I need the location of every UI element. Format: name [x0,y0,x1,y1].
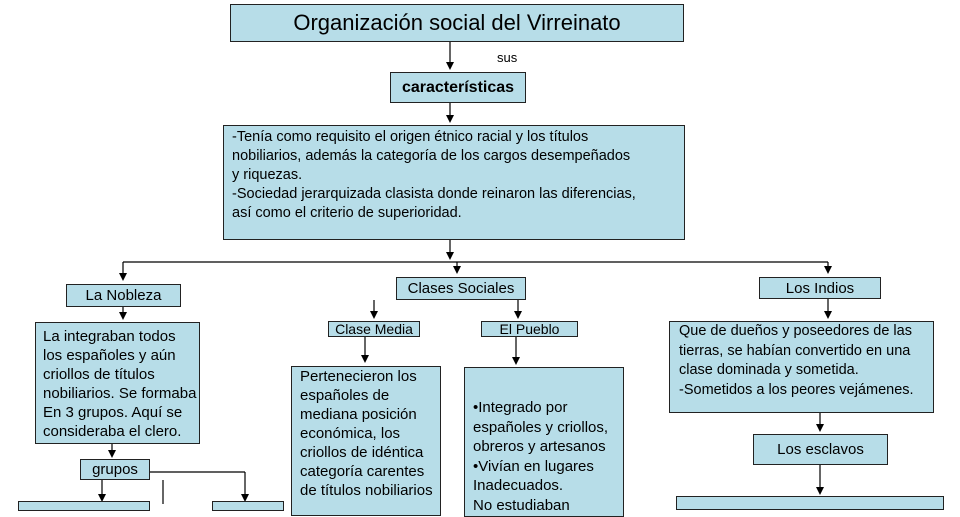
title-text: Organización social del Virreinato [293,10,621,35]
clase-media-label-box: Clase Media [328,321,420,337]
indios-text-box: Que de dueños y poseedores de las tierra… [669,321,934,413]
caracteristicas-box: características [390,72,526,103]
connector-lines [98,42,832,504]
nobleza-label-box: La Nobleza [66,284,181,307]
esclavos-label: Los esclavos [777,441,864,458]
esclavos-box: Los esclavos [753,434,888,465]
nobleza-text: La integraban todos los españoles y aún … [43,328,197,440]
esclavos-child-box [676,496,944,510]
pueblo-label-box: El Pueblo [481,321,578,337]
grupo-box-right [212,501,284,511]
clase-media-text-box: Pertenecieron los españoles de mediana p… [291,366,441,516]
indios-label-box: Los Indios [759,277,881,299]
pueblo-label: El Pueblo [499,321,560,337]
pueblo-text: •Integrado por españoles y criollos, obr… [473,399,609,514]
clase-media-text: Pertenecieron los españoles de mediana p… [300,368,433,499]
pueblo-text-box: •Integrado por españoles y criollos, obr… [464,367,624,517]
clases-sociales-label: Clases Sociales [407,280,515,297]
connector-sus-label: sus [497,50,518,65]
clase-media-label: Clase Media [335,321,413,337]
indios-label: Los Indios [785,279,855,297]
nobleza-text-box: La integraban todos los españoles y aún … [35,322,200,444]
indios-text: Que de dueños y poseedores de las tierra… [679,323,914,398]
title-box: Organización social del Virreinato [230,4,684,42]
main-description-box: -Tenía como requisito el origen étnico r… [223,125,685,240]
grupo-box-left [18,501,150,511]
caracteristicas-text: características [401,78,515,96]
nobleza-label: La Nobleza [85,287,162,304]
grupos-box: grupos [80,459,150,480]
main-description-text: -Tenía como requisito el origen étnico r… [232,129,636,221]
clases-sociales-box: Clases Sociales [396,277,526,300]
grupos-label: grupos [92,461,138,478]
